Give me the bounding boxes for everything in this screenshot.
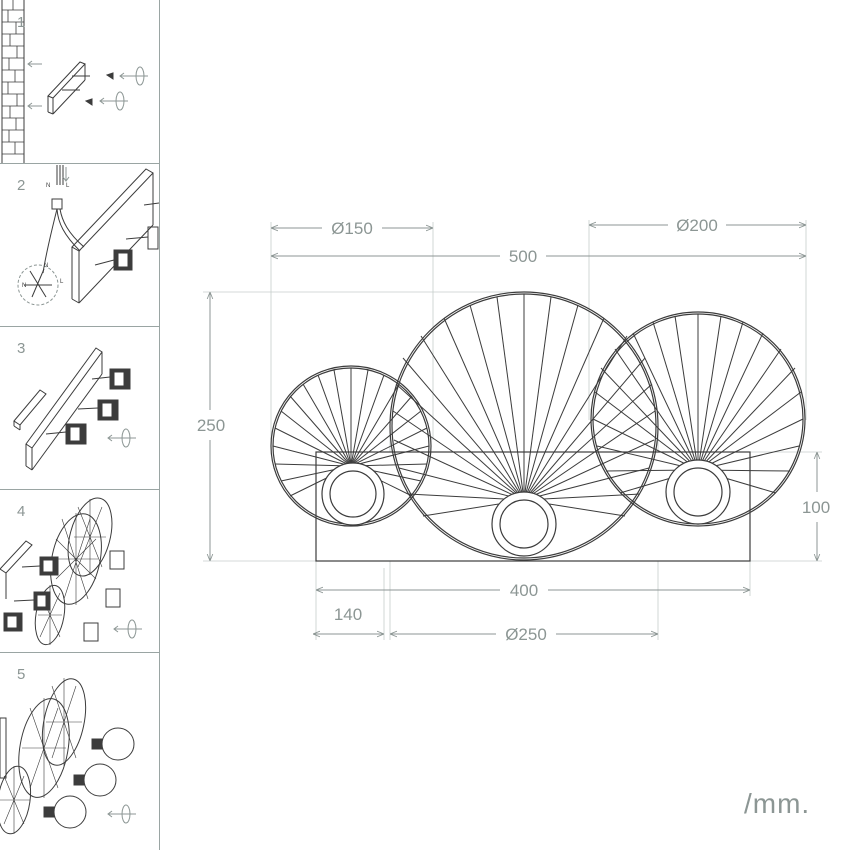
- step-3-illustration: [13, 347, 136, 471]
- dimension-drawing: Ø150 Ø200 500 250 100 400 140 Ø250: [197, 216, 830, 644]
- small-shade-diameter-label: Ø150: [331, 219, 373, 238]
- step-2-illustration: N L N N L: [17, 165, 159, 306]
- dimension-lines: [210, 225, 817, 634]
- step-number: 5: [17, 666, 26, 683]
- step-4-panel: 4: [0, 489, 159, 653]
- large-shade-diameter-label: Ø200: [676, 216, 718, 235]
- center-shade: [389, 291, 659, 561]
- neutral-label: N: [46, 183, 50, 189]
- step-number: 3: [17, 340, 26, 357]
- step-5-panel: 5: [0, 652, 159, 850]
- step-1-panel: 1: [0, 0, 159, 164]
- step-2-panel: N L N N L 2: [0, 163, 159, 327]
- lamp-drawing: [270, 291, 806, 562]
- dimension-labels: Ø150 Ø200 500 250 100 400 140 Ø250: [197, 216, 830, 644]
- overall-height-label: 250: [197, 416, 225, 435]
- base-height-label: 100: [802, 498, 830, 517]
- step-number: 1: [17, 14, 26, 31]
- unit-label: /mm.: [744, 788, 811, 819]
- line-label: L: [66, 183, 70, 189]
- step-number: 4: [17, 503, 26, 520]
- line-label: L: [60, 279, 64, 285]
- neutral-label: N: [44, 263, 48, 269]
- overall-width-label: 500: [509, 247, 537, 266]
- neutral-label: N: [22, 283, 26, 289]
- extension-lines: [203, 220, 822, 640]
- step-4-illustration: [0, 497, 142, 646]
- base-width-label: 400: [510, 581, 538, 600]
- step-3-panel: 3: [0, 326, 159, 490]
- large-shade: [590, 311, 806, 527]
- center-shade-diameter-label: Ø250: [505, 625, 547, 644]
- step-1-illustration: [1, 0, 148, 163]
- offset-label: 140: [334, 605, 362, 624]
- installation-steps-panel: 1: [0, 0, 160, 850]
- small-shade: [270, 365, 432, 527]
- step-number: 2: [17, 177, 26, 194]
- step-5-illustration: [0, 678, 136, 835]
